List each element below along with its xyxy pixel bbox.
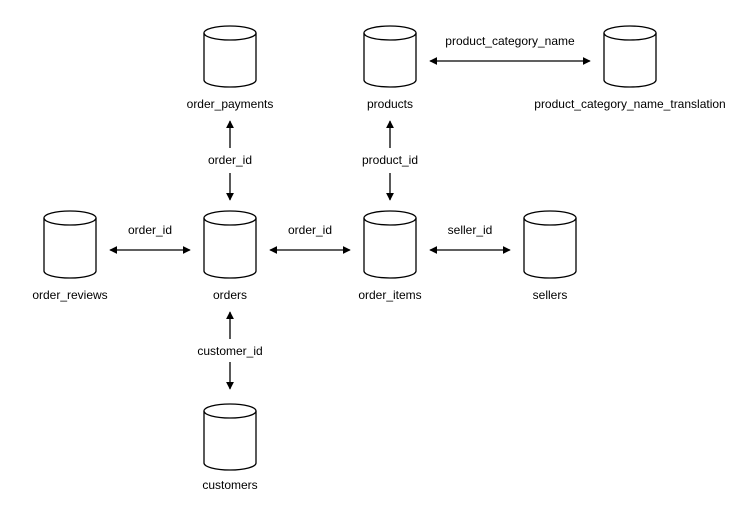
table-label: order_items bbox=[358, 288, 421, 302]
table-label: customers bbox=[202, 478, 257, 492]
relation-key-label: product_id bbox=[362, 153, 418, 167]
table-node-order-reviews[interactable]: order_reviews bbox=[32, 210, 108, 302]
relation-key-label: customer_id bbox=[197, 344, 262, 358]
table-label: products bbox=[367, 97, 413, 111]
relation-orders-order-payments[interactable]: order_id bbox=[208, 120, 252, 201]
database-icon bbox=[363, 25, 417, 88]
database-icon bbox=[43, 210, 97, 279]
table-node-order-payments[interactable]: order_payments bbox=[187, 25, 274, 111]
relation-order-reviews-orders[interactable]: order_id bbox=[109, 223, 191, 254]
relation-key-label: order_id bbox=[288, 223, 332, 237]
relation-key-label: order_id bbox=[208, 153, 252, 167]
relation-order-items-sellers[interactable]: seller_id bbox=[429, 223, 511, 254]
database-icon bbox=[363, 210, 417, 279]
relation-products-translation[interactable]: product_category_name bbox=[429, 34, 591, 65]
table-label: sellers bbox=[533, 288, 568, 302]
table-label: orders bbox=[213, 288, 247, 302]
database-icon bbox=[203, 210, 257, 279]
table-label: order_reviews bbox=[32, 288, 107, 302]
relation-key-label: product_category_name bbox=[445, 34, 575, 48]
relation-order-items-products[interactable]: product_id bbox=[362, 120, 418, 201]
table-node-customers[interactable]: customers bbox=[202, 403, 258, 492]
relation-key-label: order_id bbox=[128, 223, 172, 237]
table-node-products[interactable]: products bbox=[363, 25, 417, 111]
table-node-sellers[interactable]: sellers bbox=[523, 210, 577, 302]
table-label: order_payments bbox=[187, 97, 274, 111]
relation-orders-order-items[interactable]: order_id bbox=[269, 223, 351, 254]
table-node-orders[interactable]: orders bbox=[203, 210, 257, 302]
database-icon bbox=[203, 25, 257, 88]
database-icon bbox=[203, 403, 257, 471]
table-label: product_category_name_translation bbox=[534, 97, 725, 111]
relation-orders-customers[interactable]: customer_id bbox=[197, 311, 263, 390]
table-node-product-category-name-translation[interactable]: product_category_name_translation bbox=[534, 25, 726, 111]
table-node-order-items[interactable]: order_items bbox=[358, 210, 422, 302]
relation-key-label: seller_id bbox=[448, 223, 493, 237]
database-icon bbox=[603, 25, 657, 88]
database-icon bbox=[523, 210, 577, 279]
